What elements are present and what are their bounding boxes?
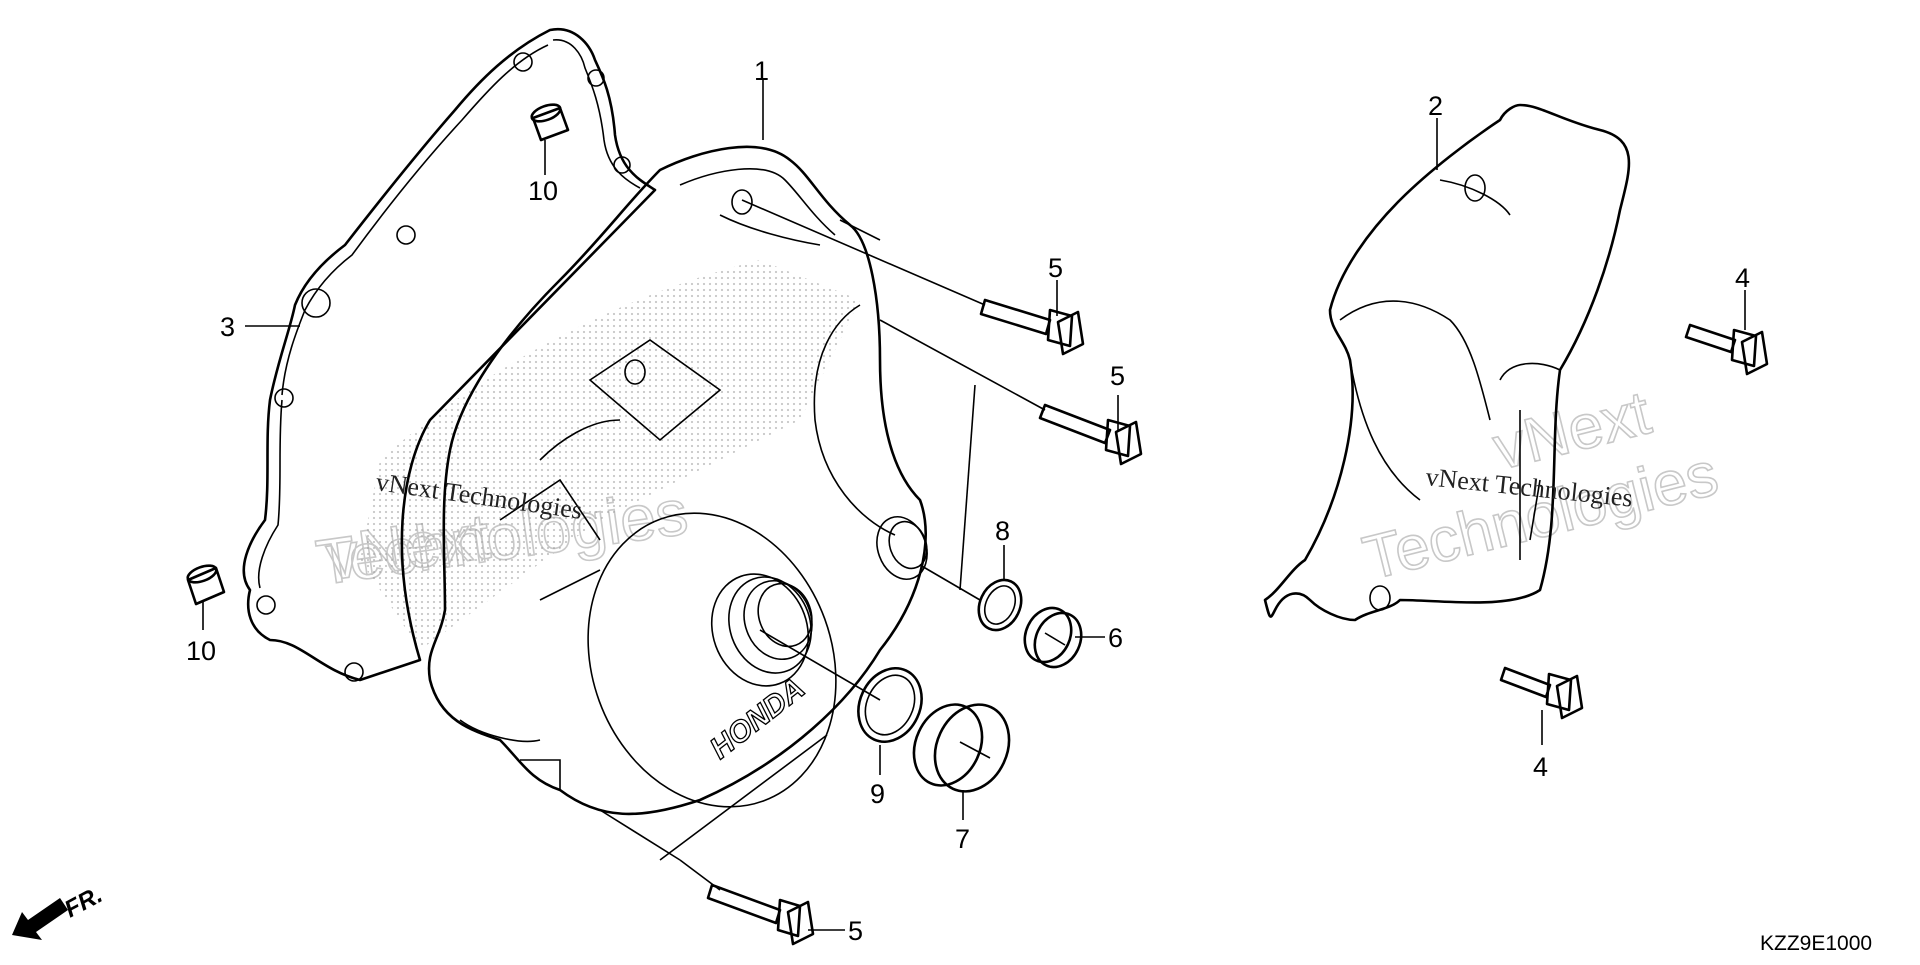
bolt-middle-part-5 (1038, 403, 1143, 466)
callout-8: 8 (995, 516, 1010, 546)
dowel-pin-lower-part-10 (186, 564, 226, 606)
front-direction-indicator: FR. (12, 881, 107, 940)
gasket-part-3 (242, 27, 657, 682)
bolt-upper-part-4 (1684, 323, 1769, 376)
callout-1: 1 (754, 56, 769, 86)
callout-6: 6 (1108, 623, 1123, 653)
crankshaft-plug-part-7 (912, 703, 1011, 793)
callout-7: 7 (955, 824, 970, 854)
callout-10-lower: 10 (186, 636, 216, 666)
bolt-upper-part-5 (979, 298, 1085, 356)
timing-plug-part-6 (1023, 606, 1083, 669)
callout-5-lower: 5 (848, 916, 863, 946)
drawing-code: KZZ9E1000 (1760, 932, 1872, 955)
callout-5-upper: 5 (1048, 253, 1063, 283)
callout-3: 3 (220, 312, 235, 342)
callout-5-middle: 5 (1110, 361, 1125, 391)
callout-10-upper: 10 (528, 176, 558, 206)
front-arrow-icon (12, 898, 68, 940)
callout-9: 9 (870, 779, 885, 809)
callout-4-upper: 4 (1735, 263, 1750, 293)
dowel-pin-upper-part-10 (530, 103, 570, 142)
front-direction-label: FR. (60, 881, 107, 923)
callout-numbers: 1 2 3 4 4 5 5 5 6 7 8 9 10 10 (186, 56, 1750, 946)
o-ring-small-part-8 (977, 578, 1023, 632)
callout-2: 2 (1428, 91, 1443, 121)
sprocket-cover-part-2 (1263, 103, 1631, 622)
o-ring-large-part-9 (857, 667, 923, 743)
callout-4-lower: 4 (1533, 752, 1548, 782)
stipple-shading (360, 260, 860, 650)
leader-lines (202, 80, 1746, 931)
bolt-lower-part-4 (1499, 666, 1584, 720)
bolt-lower-part-5 (706, 883, 815, 946)
